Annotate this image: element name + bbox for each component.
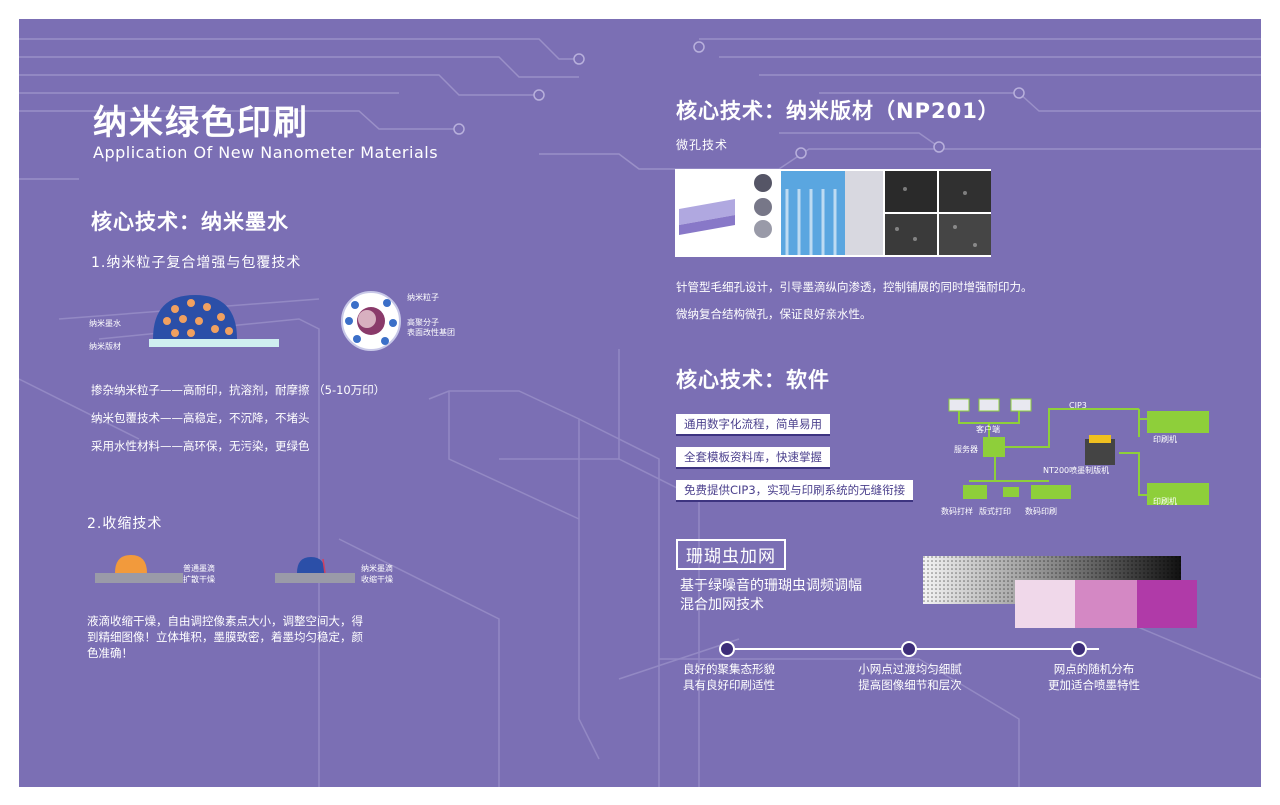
imposition-icon	[1003, 487, 1019, 497]
proof-icon	[963, 485, 987, 499]
nano-ink-diagram	[149, 295, 279, 347]
feature-note-3: 网点的随机分布 更加适合喷墨特性	[1029, 661, 1159, 693]
label-normal-dry: 扩散干燥	[183, 575, 215, 584]
ink-bullet-2: 纳米包覆技术——高稳定，不沉降，不堵头	[91, 411, 310, 425]
label-server: 服务器	[954, 445, 978, 454]
feature-note-2-line2: 提高图像细节和层次	[858, 678, 962, 692]
microporous-image-strip	[675, 169, 991, 257]
label-modifier: 表面改性基团	[407, 328, 455, 337]
particle-diagram	[341, 291, 401, 351]
server-icon	[983, 437, 1005, 457]
label-cip3: CIP3	[1069, 401, 1087, 410]
ink-subheading-1: 1.纳米粒子复合增强与包覆技术	[91, 255, 302, 271]
software-pill-1: 通用数字化流程，简单易用	[676, 414, 830, 436]
magenta-sample-mid	[1075, 580, 1137, 628]
label-ctp: NT200喷墨制版机	[1043, 466, 1110, 475]
timeline-dot-2	[901, 641, 917, 657]
label-polymer: 高聚分子	[407, 318, 439, 327]
workflow-diagram	[948, 398, 1209, 505]
ink-subheading-2: 2.收缩技术	[87, 516, 163, 532]
feature-timeline	[719, 641, 1099, 657]
feature-note-1: 良好的聚集态形貌 具有良好印刷适性	[669, 661, 789, 693]
press-icon-2	[1147, 483, 1209, 505]
software-heading: 核心技术：软件	[676, 368, 830, 392]
screening-tag: 珊瑚虫加网	[676, 539, 786, 570]
label-imposition: 版式打印	[979, 507, 1011, 516]
feature-note-2: 小网点过渡均匀细腻 提高图像细节和层次	[845, 661, 975, 693]
page-title: 纳米绿色印刷	[93, 103, 309, 143]
plate-line-2: 微纳复合结构微孔，保证良好亲水性。	[676, 307, 872, 321]
software-pill-2: 全套模板资料库，快速掌握	[676, 447, 830, 469]
timeline-dot-3	[1071, 641, 1087, 657]
ink-bullet-3: 采用水性材料——高环保，无污染，更绿色	[91, 439, 310, 453]
label-press-2: 印刷机	[1153, 497, 1177, 506]
page-subtitle: Application Of New Nanometer Materials	[93, 143, 439, 162]
poster-board: 纳米绿色印刷 Application Of New Nanometer Mate…	[19, 19, 1261, 787]
label-nano-particle: 纳米粒子	[407, 293, 439, 302]
microporous-illustration	[679, 171, 991, 255]
ink-bullet-1: 掺杂纳米粒子——高耐印，抗溶剂，耐摩擦 （5-10万印）	[91, 383, 386, 397]
feature-note-2-line1: 小网点过渡均匀细腻	[858, 662, 962, 676]
label-normal-drop: 普通墨滴	[183, 564, 215, 573]
label-digital-print: 数码印刷	[1025, 507, 1057, 516]
label-proof: 数码打样	[941, 507, 973, 516]
screening-samples	[923, 556, 1197, 628]
label-nano-drop: 纳米墨滴	[361, 564, 393, 573]
label-nano-plate: 纳米版材	[89, 342, 121, 351]
software-pill-3: 免费提供CIP3，实现与印刷系统的无缝衔接	[676, 480, 914, 502]
plate-layer	[149, 339, 279, 347]
plate-heading: 核心技术：纳米版材（NP201）	[676, 99, 1000, 123]
magenta-sample-dark	[1137, 580, 1197, 628]
ink-heading: 核心技术：纳米墨水	[91, 210, 289, 234]
label-client: 客户端	[976, 425, 1000, 434]
feature-note-3-line2: 更加适合喷墨特性	[1048, 678, 1140, 692]
circuit-background	[19, 38, 1261, 787]
label-press-1: 印刷机	[1153, 435, 1177, 444]
label-nano-ink: 纳米墨水	[89, 319, 121, 328]
timeline-dot-1	[719, 641, 735, 657]
magenta-sample-light	[1015, 580, 1075, 628]
press-icon-1	[1147, 411, 1209, 433]
normal-drop-diagram	[95, 555, 183, 583]
shrink-description: 液滴收缩干燥，自由调控像素点大小，调整空间大，得到精细图像！立体堆积，墨膜致密，…	[87, 614, 363, 660]
ctp-machine-icon	[1085, 439, 1115, 465]
label-nano-shrink: 收缩干燥	[361, 575, 393, 584]
plate-subheading: 微孔技术	[676, 138, 729, 152]
digital-print-icon	[1031, 485, 1071, 499]
screening-desc-1: 基于绿噪音的珊瑚虫调频调幅	[680, 578, 862, 594]
feature-note-1-line2: 具有良好印刷适性	[683, 678, 775, 692]
nano-drop-diagram	[275, 557, 355, 583]
feature-note-3-line1: 网点的随机分布	[1053, 662, 1135, 676]
plate-line-1: 针管型毛细孔设计，引导墨滴纵向渗透，控制铺展的同时增强耐印力。	[676, 280, 1033, 294]
nano-particles	[163, 299, 233, 337]
screening-desc-2: 混合加网技术	[680, 597, 764, 613]
feature-note-1-line1: 良好的聚集态形貌	[683, 662, 775, 676]
